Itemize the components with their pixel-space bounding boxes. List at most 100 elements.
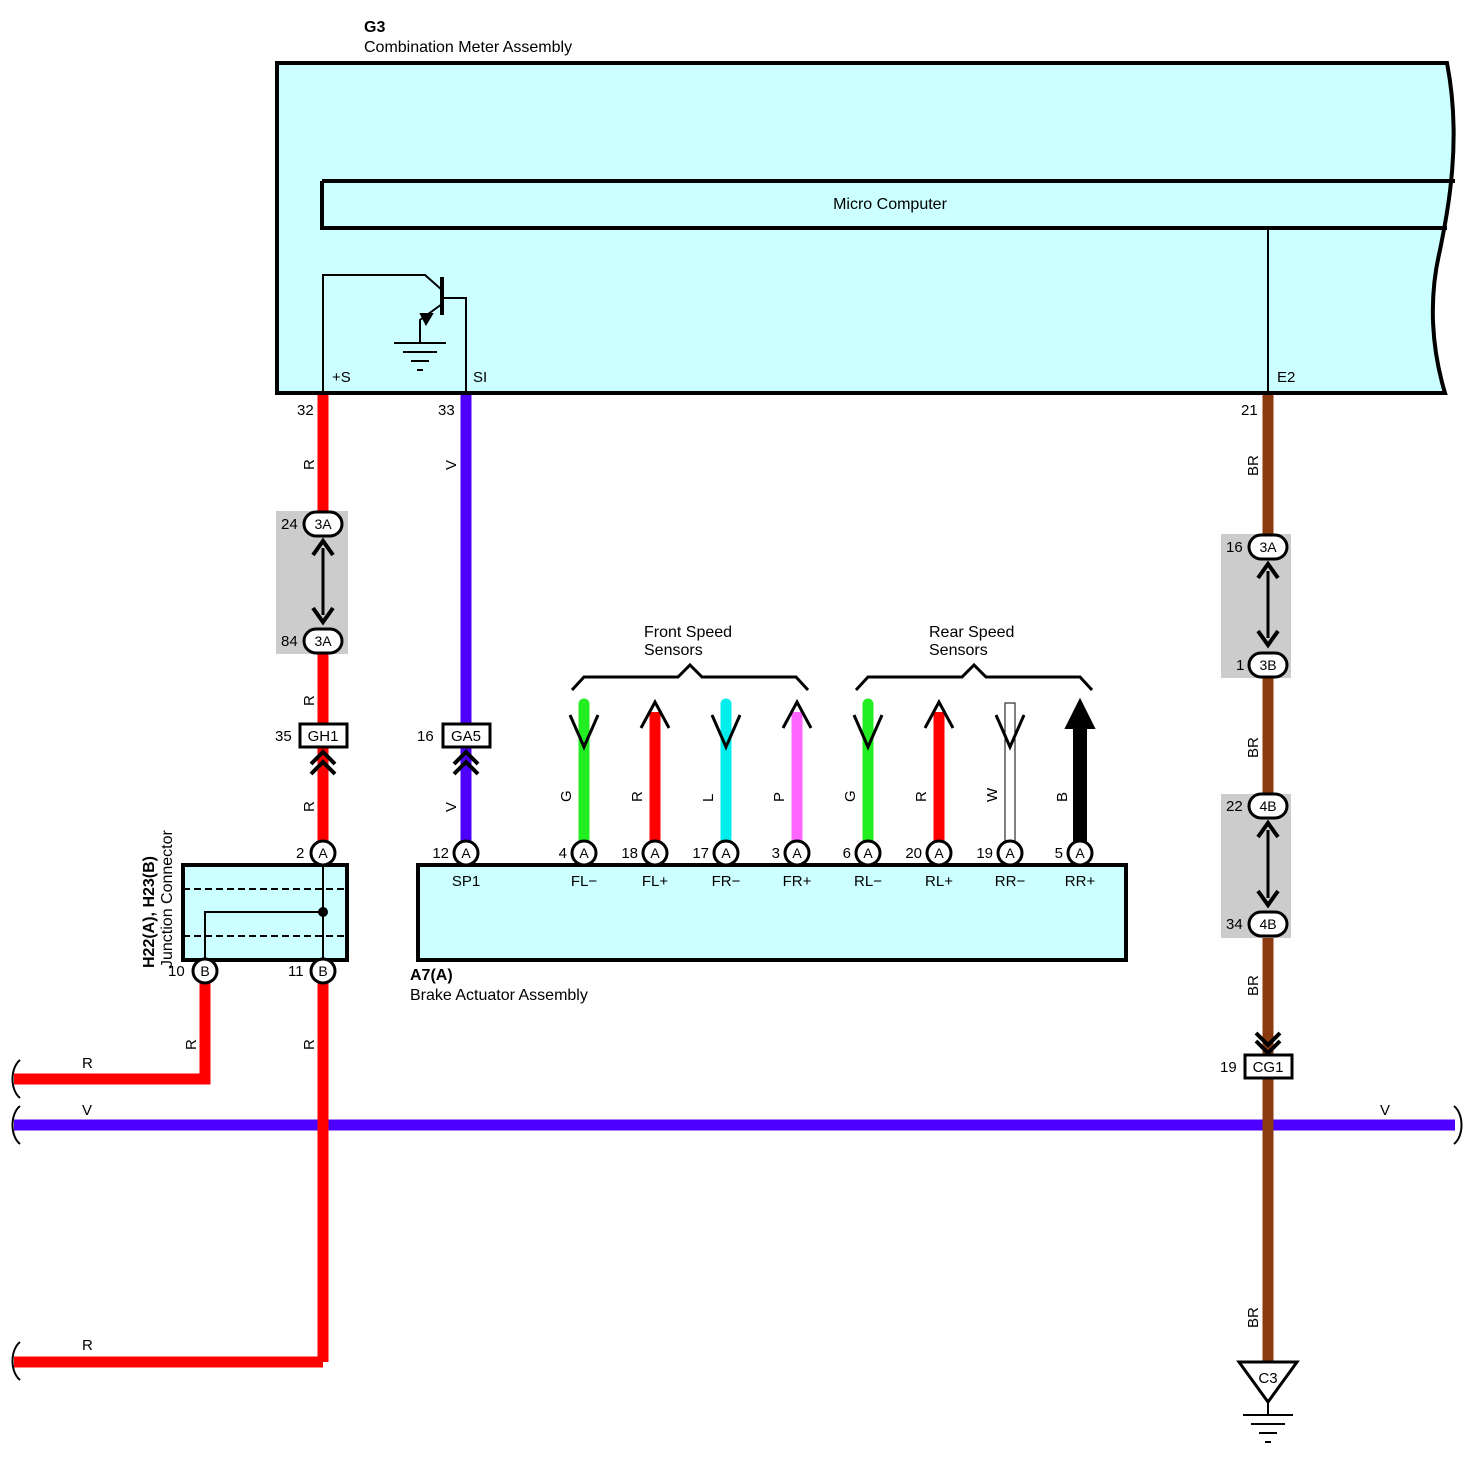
junction-connector: H22(A), H23(B) Junction Connector A 2 B … xyxy=(141,829,349,985)
wire-code: W xyxy=(984,787,1001,802)
terminal-ring xyxy=(712,839,740,867)
terminal-ring xyxy=(854,839,882,867)
wire-code: R xyxy=(183,1039,200,1050)
connector-letter: A xyxy=(650,845,660,861)
terminal-label: RL+ xyxy=(925,873,953,890)
wire-code: P xyxy=(771,792,788,802)
sensor-arrow-up xyxy=(639,698,671,729)
plug-pair-right-lower: 4B 22 4B 34 xyxy=(1221,792,1291,938)
micro-computer-box xyxy=(320,179,1455,230)
front-group-subtitle: Sensors xyxy=(644,642,703,659)
junction-name: Junction Connector xyxy=(159,829,176,968)
terminal-label: FL− xyxy=(571,873,598,890)
actuator-code: A7(A) xyxy=(410,967,453,984)
terminal-label-plus-s: +S xyxy=(332,369,351,386)
plug-pair-right-upper: 3A 16 3B 1 xyxy=(1221,533,1291,679)
actuator-name: Brake Actuator Assembly xyxy=(410,987,588,1004)
wire-code: BR xyxy=(1245,1307,1262,1328)
pin-number: 1 xyxy=(1236,657,1244,674)
pin-number: 32 xyxy=(297,402,314,419)
pin-number: 6 xyxy=(843,845,851,862)
plug-letter: 3B xyxy=(1259,657,1276,673)
pin-number: 35 xyxy=(275,728,292,745)
connector-letter: A xyxy=(721,845,731,861)
wire-code: BR xyxy=(1245,975,1262,996)
pin-number: 22 xyxy=(1226,798,1243,815)
pin-number: 10 xyxy=(168,963,185,980)
connector-label: GA5 xyxy=(451,728,481,745)
pin-number: 12 xyxy=(432,845,449,862)
terminal-ring xyxy=(570,839,598,867)
pin-number: 2 xyxy=(296,845,304,862)
pin-number: 5 xyxy=(1055,845,1063,862)
connector-ga5: GA5 16 xyxy=(417,722,492,776)
wire-code: V xyxy=(82,1102,92,1119)
terminal-ring xyxy=(452,839,480,867)
wire-code: R xyxy=(301,1039,318,1050)
sensor-arrow-down xyxy=(710,714,742,751)
plug-letter: 4B xyxy=(1259,916,1276,932)
terminal-ring xyxy=(783,839,811,867)
pin-number: 21 xyxy=(1241,402,1258,419)
pin-number: 19 xyxy=(976,845,993,862)
ground-c3: C3 xyxy=(1236,1360,1300,1443)
sensor-arrow-up xyxy=(781,698,813,729)
plug-letter: 3A xyxy=(314,516,332,532)
terminal-ring xyxy=(641,839,669,867)
connector-letter: A xyxy=(461,845,471,861)
wire-red-upper xyxy=(14,975,211,1085)
connector-letter: B xyxy=(318,963,327,979)
wire-code: BR xyxy=(1245,737,1262,758)
sensor-arrow-down xyxy=(994,714,1026,751)
micro-computer-label: Micro Computer xyxy=(833,196,947,213)
connector-label: CG1 xyxy=(1253,1059,1284,1076)
wire-code: V xyxy=(443,802,460,812)
pin-number: 24 xyxy=(281,516,298,533)
ground-label: C3 xyxy=(1258,1370,1277,1387)
sensor-wire xyxy=(1004,702,1016,844)
transistor-symbol xyxy=(322,274,467,393)
front-sensors-brace xyxy=(570,662,810,692)
terminal-label: SP1 xyxy=(452,873,480,890)
rear-sensors-brace xyxy=(854,662,1094,692)
sensor-arrow-down xyxy=(852,714,884,751)
terminal-label-si: SI xyxy=(473,369,487,386)
connector-letter: A xyxy=(579,845,589,861)
plug-letter: 4B xyxy=(1259,798,1276,814)
terminal-label: FL+ xyxy=(642,873,669,890)
actuator-box xyxy=(416,863,1128,962)
sensor-arrow-up xyxy=(1064,697,1096,844)
meter-name: Combination Meter Assembly xyxy=(364,39,572,56)
pin-number: 16 xyxy=(1226,539,1243,556)
wire-code: R xyxy=(82,1055,93,1072)
wire-code: G xyxy=(558,790,575,802)
wire-code: R xyxy=(301,801,318,812)
terminal-ring xyxy=(1066,839,1094,867)
pin-number: 84 xyxy=(281,633,298,650)
junction-code: H22(A), H23(B) xyxy=(141,856,158,968)
wire-code: R xyxy=(82,1337,93,1354)
terminal-label: RR− xyxy=(995,873,1026,890)
connector-letter: A xyxy=(1005,845,1015,861)
plug-letter: 3A xyxy=(1259,539,1277,555)
terminal-label: RL− xyxy=(854,873,882,890)
pin-number: 3 xyxy=(772,845,780,862)
meter-code: G3 xyxy=(364,19,385,36)
terminal-label: FR− xyxy=(712,873,741,890)
sensor-arrow-down xyxy=(568,714,600,751)
wire-code: R xyxy=(301,459,318,470)
rear-group-subtitle: Sensors xyxy=(929,642,988,659)
rear-group-title: Rear Speed xyxy=(929,624,1014,641)
wire-code: R xyxy=(629,791,646,802)
pin-number: 19 xyxy=(1220,1059,1237,1076)
terminal-ring xyxy=(925,839,953,867)
pin-number: 16 xyxy=(417,728,434,745)
combination-meter-assembly: G3 Combination Meter Assembly Micro Comp… xyxy=(275,19,1456,419)
pin-number: 4 xyxy=(559,845,567,862)
connector-letter: A xyxy=(318,845,328,861)
front-group-title: Front Speed xyxy=(644,624,732,641)
pin-number: 11 xyxy=(288,963,304,980)
wire-code: V xyxy=(1380,1102,1390,1119)
wire-code-labels: R R R V V R R R V V R BR BR BR BR xyxy=(82,455,1390,1354)
